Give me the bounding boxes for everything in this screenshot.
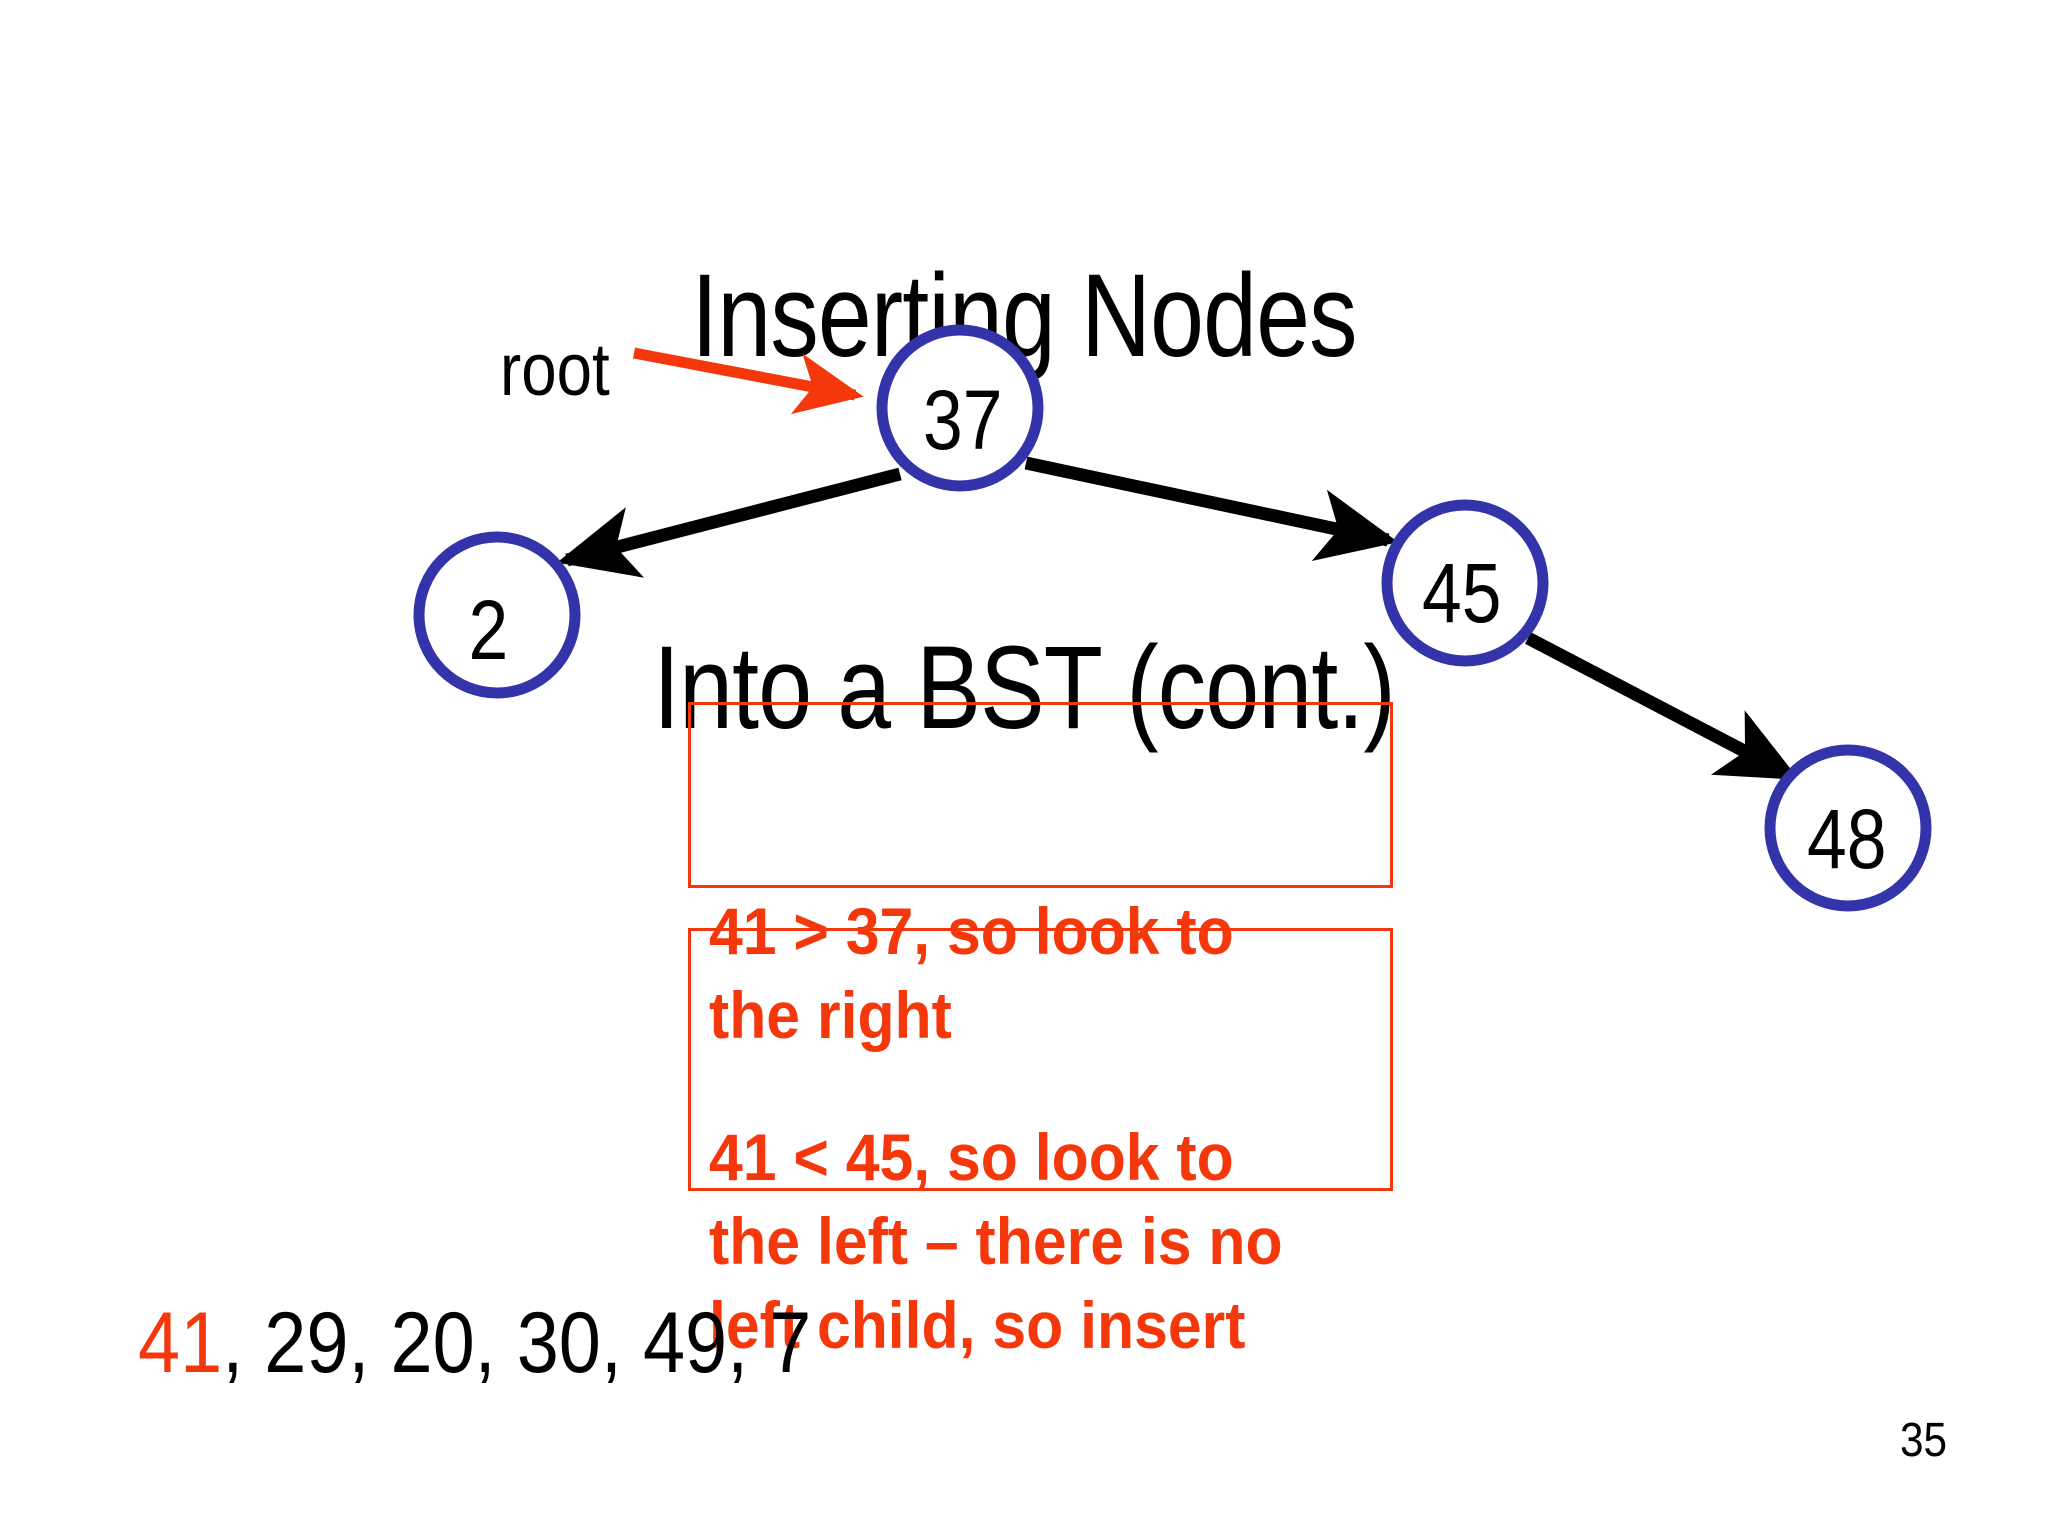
bst-node-37-label: 37 xyxy=(923,373,1003,467)
slide-page-number: 35 xyxy=(1900,1414,1947,1467)
callout-box-comparison-45: 41 < 45, so look to the left – there is … xyxy=(688,928,1393,1362)
page-title-line-2: Into a BST (cont.) xyxy=(653,622,1396,754)
page-title: Inserting Nodes Into a BST (cont.) xyxy=(184,6,1863,998)
bst-node-2-label: 2 xyxy=(468,583,509,677)
insertion-sequence-separator: , xyxy=(222,1295,265,1391)
callout-box-comparison-37-text: 41 > 37, so look to the right xyxy=(709,894,1251,1052)
page-title-line-1: Inserting Nodes xyxy=(691,250,1357,382)
callout-box-comparison-45-text: 41 < 45, so look to the left – there is … xyxy=(709,1120,1300,1362)
bst-node-48-label: 48 xyxy=(1807,792,1887,886)
insertion-sequence-current: 41 xyxy=(138,1295,223,1391)
insertion-sequence-remaining: 29, 20, 30, 49, 7 xyxy=(264,1295,812,1391)
callout-box-comparison-37: 41 > 37, so look to the right xyxy=(688,702,1393,1052)
bst-node-45-label: 45 xyxy=(1422,546,1502,640)
insertion-sequence: 41, 29, 20, 30, 49, 7 xyxy=(138,1295,811,1391)
root-pointer-label: root xyxy=(500,328,610,411)
